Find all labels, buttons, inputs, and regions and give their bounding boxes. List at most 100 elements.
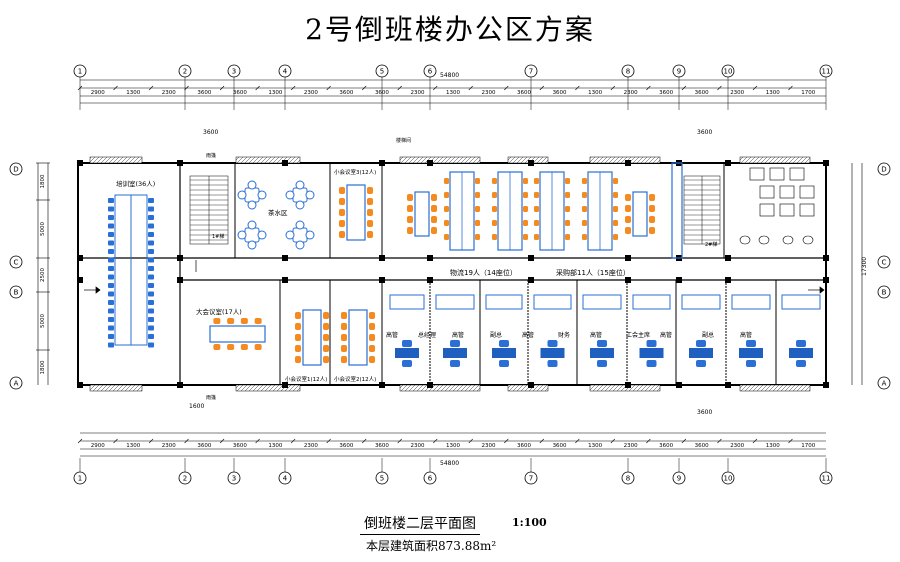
axis-bubble-col-11: 11 <box>819 471 833 485</box>
axis-bubble-row-D: D <box>9 162 23 176</box>
dim-top-seg: 3600 <box>553 90 567 96</box>
label-canopy-bottom: 雨篷 <box>206 394 216 401</box>
office-furniture <box>435 294 475 367</box>
office-label: 高管 <box>452 331 464 339</box>
label-procurement: 采购部11人（15座位） <box>556 268 630 277</box>
dim-top-seg: 2300 <box>304 90 318 96</box>
dim-top-seg: 2300 <box>410 90 424 96</box>
office-label: 工会主席 <box>626 331 650 339</box>
dim-top-seg: 3600 <box>695 90 709 96</box>
axis-bubble-col-5: 5 <box>375 64 389 78</box>
axis-bubble-col-2: 2 <box>178 64 192 78</box>
dim-bottom-seg: 2300 <box>730 443 744 449</box>
svg-text:9: 9 <box>677 475 681 483</box>
dim-top-seg: 2300 <box>730 90 744 96</box>
total-length-bottom: 54800 <box>440 460 459 467</box>
office-furniture <box>632 294 671 367</box>
axis-bubble-row-C: C <box>9 255 23 269</box>
tea-area-tables <box>237 180 315 250</box>
dim-bottom-seg: 2900 <box>91 443 105 449</box>
dim-top-seg: 1300 <box>588 90 602 96</box>
label-stairwell: 楼梯间 <box>396 137 411 144</box>
axis-bubble-col-8: 8 <box>621 64 635 78</box>
svg-text:11: 11 <box>822 475 831 483</box>
toilet-block <box>739 167 815 245</box>
dim-bottom-seg: 1300 <box>588 443 602 449</box>
office-furniture <box>582 294 622 367</box>
svg-text:8: 8 <box>626 68 630 76</box>
svg-text:D: D <box>13 166 18 174</box>
svg-text:D: D <box>881 166 886 174</box>
dim-right-total: 17300 <box>861 257 868 276</box>
office-label: 财务 <box>558 331 570 339</box>
svg-text:8: 8 <box>626 475 630 483</box>
dim-bottom-seg: 3600 <box>233 443 247 449</box>
axis-bubble-col-3: 3 <box>227 64 241 78</box>
dim-bottom-seg: 3600 <box>553 443 567 449</box>
svg-text:10: 10 <box>724 475 733 483</box>
office-furniture <box>681 294 721 367</box>
dim-bottom-seg: 2300 <box>162 443 176 449</box>
svg-text:C: C <box>14 259 19 267</box>
dim-bottom-seg: 1300 <box>446 443 460 449</box>
axis-bubble-col-3: 3 <box>227 471 241 485</box>
meeting-table-set <box>341 309 375 366</box>
dim-bottom-seg: 2300 <box>410 443 424 449</box>
label-training: 培训室(36人) <box>116 179 155 188</box>
svg-text:4: 4 <box>283 475 288 483</box>
dim-bottom-seg: 1300 <box>766 443 780 449</box>
dim-top-seg: 3600 <box>339 90 353 96</box>
dim-left-seg: 5000 <box>40 314 46 328</box>
svg-text:11: 11 <box>822 68 831 76</box>
svg-text:5: 5 <box>380 475 384 483</box>
dim-left-seg: 1800 <box>40 360 46 374</box>
workstation-cluster <box>582 171 618 251</box>
axis-bubble-col-4: 4 <box>278 64 292 78</box>
svg-text:2: 2 <box>183 68 187 76</box>
dim-bottom-seg: 1300 <box>268 443 282 449</box>
axis-bubble-col-7: 7 <box>524 471 538 485</box>
meeting-room-furniture <box>209 184 655 366</box>
plan-title: 2号倒班楼办公区方案 <box>305 13 595 46</box>
dim-top-seg: 1300 <box>766 90 780 96</box>
axis-bubble-col-1: 1 <box>73 64 87 78</box>
axis-bubble-col-1: 1 <box>73 471 87 485</box>
office-label: 高管 <box>522 331 534 339</box>
svg-text:C: C <box>882 259 887 267</box>
axis-bubble-row-B: B <box>9 285 23 299</box>
dim-bottom-seg: 2300 <box>304 443 318 449</box>
dim-top-seg: 1300 <box>126 90 140 96</box>
dim-bottom-seg: 3600 <box>659 443 673 449</box>
svg-text:A: A <box>14 380 19 388</box>
dim-top-seg: 1700 <box>801 90 815 96</box>
meeting-table-set <box>339 184 373 241</box>
dim-top-seg: 3600 <box>197 90 211 96</box>
office-furniture <box>731 294 771 367</box>
dimension-texts: 2900290013001300230023003600360036003600… <box>40 90 816 449</box>
svg-text:7: 7 <box>529 475 533 483</box>
office-furniture <box>781 294 821 367</box>
axis-bubble-col-5: 5 <box>375 471 389 485</box>
stair-2-glass <box>671 162 683 259</box>
dim-top-seg: 3600 <box>233 90 247 96</box>
workstation-cluster <box>492 171 528 251</box>
interior-partitions <box>234 163 777 385</box>
meeting-table-set <box>625 191 655 237</box>
svg-text:B: B <box>14 289 19 297</box>
label-canopy-top: 雨篷 <box>206 152 216 159</box>
svg-text:3: 3 <box>232 68 236 76</box>
office-label: 高管 <box>590 331 602 339</box>
svg-text:9: 9 <box>677 68 681 76</box>
stair-1-treads <box>190 179 228 241</box>
dim-top-seg: 1300 <box>446 90 460 96</box>
label-stair-1: 1#梯 <box>212 233 224 240</box>
axis-bubble-col-9: 9 <box>672 64 686 78</box>
dimension-lines <box>37 79 863 457</box>
drawing-scale: 1:100 <box>512 516 547 529</box>
dim-bottom-seg: 3600 <box>375 443 389 449</box>
dim-top-seg: 3600 <box>375 90 389 96</box>
workstation-cluster <box>444 171 480 251</box>
svg-text:6: 6 <box>428 475 433 483</box>
dim-top-seg: 3600 <box>659 90 673 96</box>
